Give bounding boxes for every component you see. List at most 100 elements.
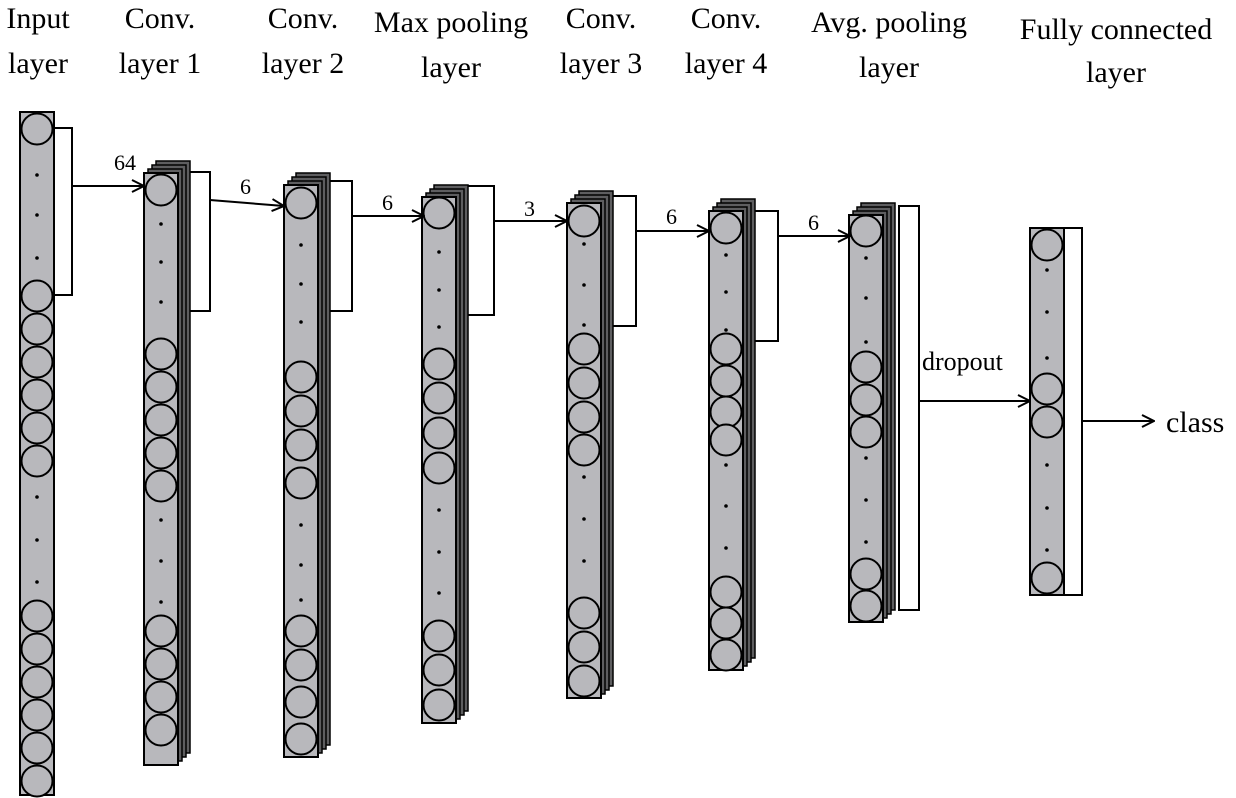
layer-conv3-ellipsis-dot-0 (582, 242, 586, 246)
output-class-label: class (1166, 406, 1224, 439)
layer-conv4-ellipsis-dot-5 (724, 546, 728, 550)
header-conv2-line1: Conv. (268, 2, 339, 35)
layer-conv3-ellipsis-dot-4 (582, 517, 586, 521)
layer-avgpool-ellipsis-dot-5 (864, 540, 868, 544)
layer-conv2-neuron-4 (284, 466, 318, 500)
layer-input-neuron-7 (20, 599, 54, 633)
layer-conv4 (708, 198, 779, 672)
connection-label-conv4-avgpool: 6 (808, 210, 819, 235)
layer-conv4-ellipsis-dot-1 (724, 290, 728, 294)
layer-conv2-ellipsis-dot-5 (299, 598, 303, 602)
layer-conv3-ellipsis-dot-5 (582, 559, 586, 563)
layer-input-ellipsis-dot-1 (35, 213, 39, 217)
layer-conv3-neuron-7 (567, 664, 601, 698)
layer-conv1-neuron-3 (144, 403, 178, 437)
layer-conv2-neuron-2 (284, 394, 318, 428)
layer-conv4-neuron-4 (709, 423, 743, 457)
layer-conv4-neuron-6 (709, 606, 743, 640)
layer-input-neuron-12 (20, 764, 54, 798)
layer-conv1-neuron-6 (144, 614, 178, 648)
layer-conv1-ellipsis-dot-5 (159, 600, 163, 604)
connections (72, 186, 1154, 421)
layer-fc-neuron-0 (1030, 228, 1064, 262)
layer-columns (19, 111, 1083, 798)
layer-conv3 (566, 190, 637, 699)
layer-conv2-ellipsis-dot-0 (299, 243, 303, 247)
layer-conv2 (283, 172, 353, 758)
layer-conv1-ellipsis-dot-2 (159, 300, 163, 304)
layer-input-bracket (54, 127, 73, 296)
layer-conv4-neuron-2 (709, 364, 743, 398)
layer-avgpool-ellipsis-dot-2 (864, 340, 868, 344)
layer-input-neuron-1 (20, 279, 54, 313)
layer-input-neuron-3 (20, 345, 54, 379)
header-conv2-line2: layer 2 (262, 47, 344, 80)
layer-input-neuron-4 (20, 378, 54, 412)
layer-avgpool-ellipsis-dot-3 (864, 456, 868, 460)
layer-avgpool-ellipsis-dot-1 (864, 296, 868, 300)
header-conv4-line1: Conv. (691, 2, 762, 35)
layer-conv1-ellipsis-dot-1 (159, 260, 163, 264)
layer-conv2-ellipsis-dot-1 (299, 282, 303, 286)
layer-conv2-neuron-3 (284, 428, 318, 462)
layer-maxpool-ellipsis-dot-2 (437, 325, 441, 329)
layer-avgpool-feature-box (898, 205, 920, 611)
header-conv1-line1: Conv. (125, 2, 196, 35)
connection-label-dropout: dropout (922, 347, 1004, 376)
layer-conv4-ellipsis-dot-0 (724, 253, 728, 257)
header-fc-line2: layer (1086, 56, 1146, 89)
layer-avgpool-ellipsis-dot-4 (864, 498, 868, 502)
layer-maxpool-neuron-6 (422, 653, 456, 687)
connection-label-input-conv1: 64 (114, 150, 136, 175)
layer-conv3-ellipsis-dot-3 (582, 475, 586, 479)
layer-conv1-neuron-7 (144, 647, 178, 681)
layer-conv4-neuron-1 (709, 332, 743, 366)
layer-conv3-ellipsis-dot-1 (582, 283, 586, 287)
header-maxpool-line1: Max pooling (374, 6, 528, 39)
layer-fc-neuron-2 (1030, 405, 1064, 439)
layer-avgpool-ellipsis-dot-0 (864, 256, 868, 260)
layer-conv1-neuron-4 (144, 436, 178, 470)
layer-input-neuron-10 (20, 698, 54, 732)
layer-conv1-ellipsis-dot-3 (159, 518, 163, 522)
layer-maxpool-neuron-5 (422, 619, 456, 653)
layer-input-ellipsis-dot-2 (35, 256, 39, 260)
layer-conv1-neuron-5 (144, 469, 178, 503)
layer-conv3-bracket (601, 195, 637, 327)
connection-label-conv1-conv2: 6 (240, 174, 251, 199)
layer-conv2-neuron-6 (284, 648, 318, 682)
layer-input-neuron-9 (20, 665, 54, 699)
layer-maxpool-neuron-3 (422, 416, 456, 450)
layer-fc-ellipsis-dot-1 (1045, 310, 1049, 314)
layer-conv2-neuron-8 (284, 722, 318, 756)
connection-label-conv2-maxpool: 6 (382, 190, 393, 215)
layer-fc-ellipsis-dot-5 (1045, 548, 1049, 552)
layer-maxpool-bracket (456, 185, 495, 316)
layer-conv2-neuron-0 (284, 186, 318, 220)
layer-fc-ellipsis-dot-4 (1045, 506, 1049, 510)
header-input-line2: layer (8, 47, 68, 80)
layer-avgpool (848, 202, 920, 623)
layer-avgpool-neuron-2 (849, 383, 883, 417)
layer-conv1-neuron-9 (144, 713, 178, 747)
layer-fc-ellipsis-dot-0 (1045, 268, 1049, 272)
layer-fc (1029, 227, 1083, 596)
layer-conv1-neuron-8 (144, 680, 178, 714)
layer-conv1-ellipsis-dot-0 (159, 222, 163, 226)
layer-conv1-neuron-1 (144, 337, 178, 371)
layer-maxpool-ellipsis-dot-0 (437, 250, 441, 254)
layer-conv3-neuron-1 (567, 332, 601, 366)
layer-avgpool-neuron-3 (849, 415, 883, 449)
layer-maxpool-neuron-4 (422, 451, 456, 485)
layer-conv4-neuron-3 (709, 395, 743, 429)
layer-maxpool-neuron-2 (422, 381, 456, 415)
layer-fc-neuron-1 (1030, 372, 1064, 406)
layer-conv2-ellipsis-dot-3 (299, 523, 303, 527)
layer-conv1-neuron-2 (144, 370, 178, 404)
layer-maxpool-neuron-0 (422, 196, 456, 230)
layer-fc-ellipsis-dot-3 (1045, 463, 1049, 467)
layer-conv1-ellipsis-dot-4 (159, 559, 163, 563)
layer-input-neuron-11 (20, 731, 54, 765)
arrow-conv1-to-conv2 (209, 200, 284, 206)
